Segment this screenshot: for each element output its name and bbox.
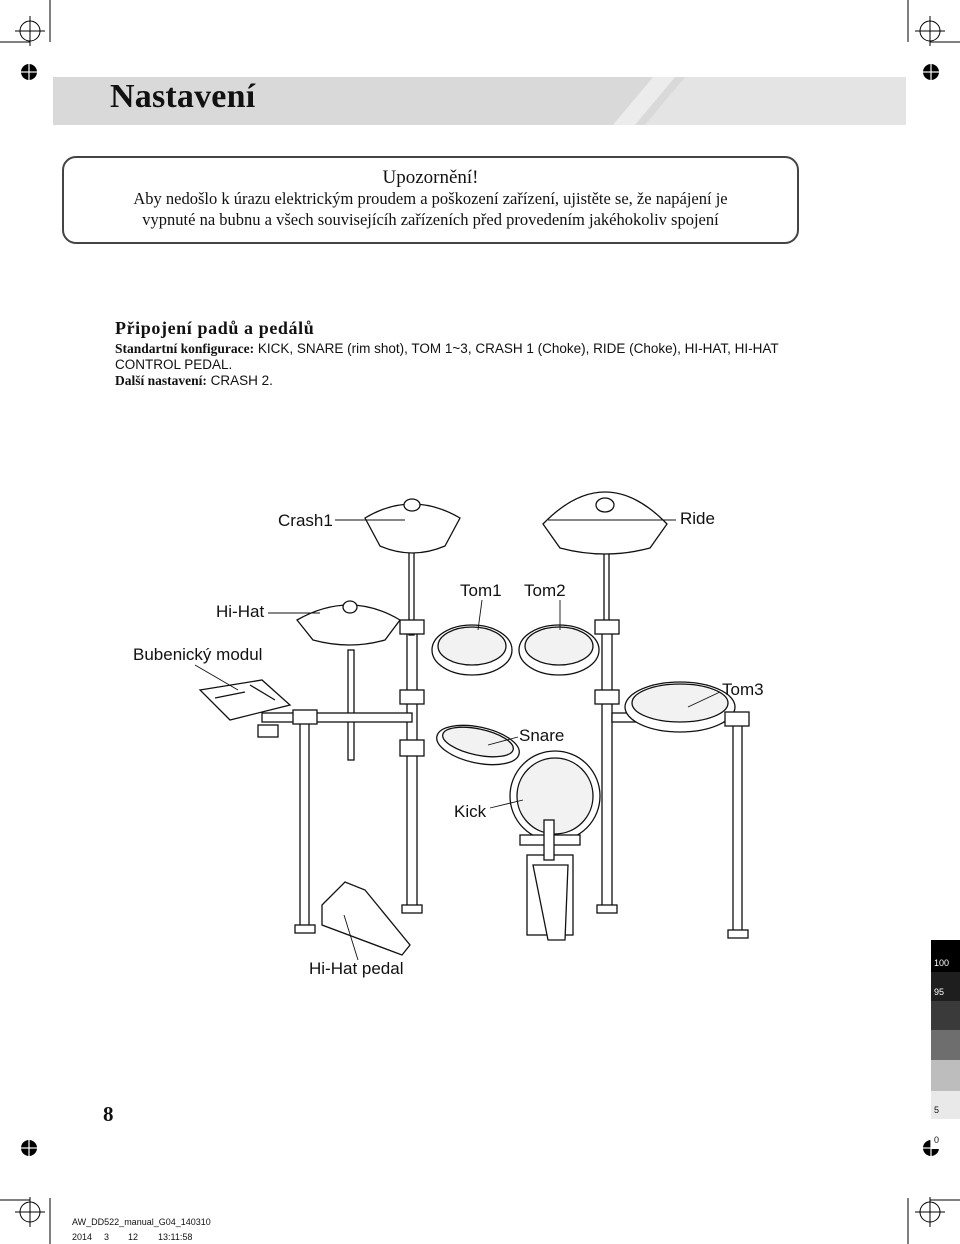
standard-config-value-cont: CONTROL PEDAL. — [115, 357, 233, 372]
standard-config-value: KICK, SNARE (rim shot), TOM 1~3, CRASH 1… — [254, 341, 779, 356]
footer-time: 13:11:58 — [158, 1232, 193, 1242]
footer-day: 12 — [128, 1232, 139, 1242]
label-crash1: Crash1 — [278, 511, 333, 530]
footer-year: 2014 — [72, 1232, 93, 1242]
warning-line-1: Aby nedošlo k úrazu elektrickým proudem … — [133, 189, 728, 208]
standard-config-label: Standartní konfigurace: — [115, 341, 255, 356]
other-config-line: Další nastavení: CRASH 2. — [115, 373, 855, 389]
crash-cymbal — [364, 503, 461, 554]
label-snare: Snare — [519, 726, 565, 745]
label-tom1: Tom1 — [460, 581, 502, 600]
color-scale-0: 0 — [931, 1119, 960, 1149]
warning-title: Upozornění! — [382, 167, 479, 188]
other-config-value: CRASH 2. — [206, 373, 273, 388]
color-scale-step-4 — [931, 1030, 960, 1060]
left-crossbar — [261, 712, 413, 723]
warning-box: Upozornění! Aby nedošlo k úrazu elektric… — [62, 156, 799, 244]
label-ride: Ride — [680, 509, 715, 528]
left-center-post — [406, 629, 418, 911]
label-hihat: Hi-Hat — [216, 602, 265, 621]
right-center-post — [601, 624, 613, 911]
label-drum-module: Bubenický modul — [133, 645, 263, 664]
ride-stem — [603, 549, 610, 629]
label-hihat-pedal: Hi-Hat pedal — [309, 959, 404, 978]
page-title: Nastavení — [110, 78, 256, 115]
warning-line-2: vypnuté na bubnu a všech souvisejícíh za… — [142, 210, 719, 229]
left-leg — [299, 719, 310, 931]
ride-cymbal — [542, 491, 668, 555]
color-scale-step-3 — [931, 1001, 960, 1030]
page-number: 8 — [103, 1102, 114, 1126]
label-kick: Kick — [454, 802, 487, 821]
hihat-stand-post — [347, 649, 355, 761]
other-config-label: Další nastavení: — [115, 373, 207, 388]
footer-filename: AW_DD522_manual_G04_140310 — [72, 1217, 211, 1227]
label-tom2: Tom2 — [524, 581, 566, 600]
section-title: Připojení padů a pedálů — [115, 318, 315, 338]
color-scale-95: 95 — [931, 972, 960, 1001]
color-scale-step-5 — [931, 1060, 960, 1091]
color-scale-5: 5 — [931, 1091, 960, 1119]
color-scale-100: 100 — [931, 940, 960, 972]
header-band — [53, 77, 906, 125]
hihat-pedal — [321, 881, 411, 956]
standard-config-line: Standartní konfigurace: KICK, SNARE (rim… — [115, 341, 855, 357]
right-leg — [732, 719, 743, 936]
label-tom3: Tom3 — [722, 680, 764, 699]
footer-month: 3 — [104, 1232, 110, 1242]
drum-module — [198, 679, 292, 721]
